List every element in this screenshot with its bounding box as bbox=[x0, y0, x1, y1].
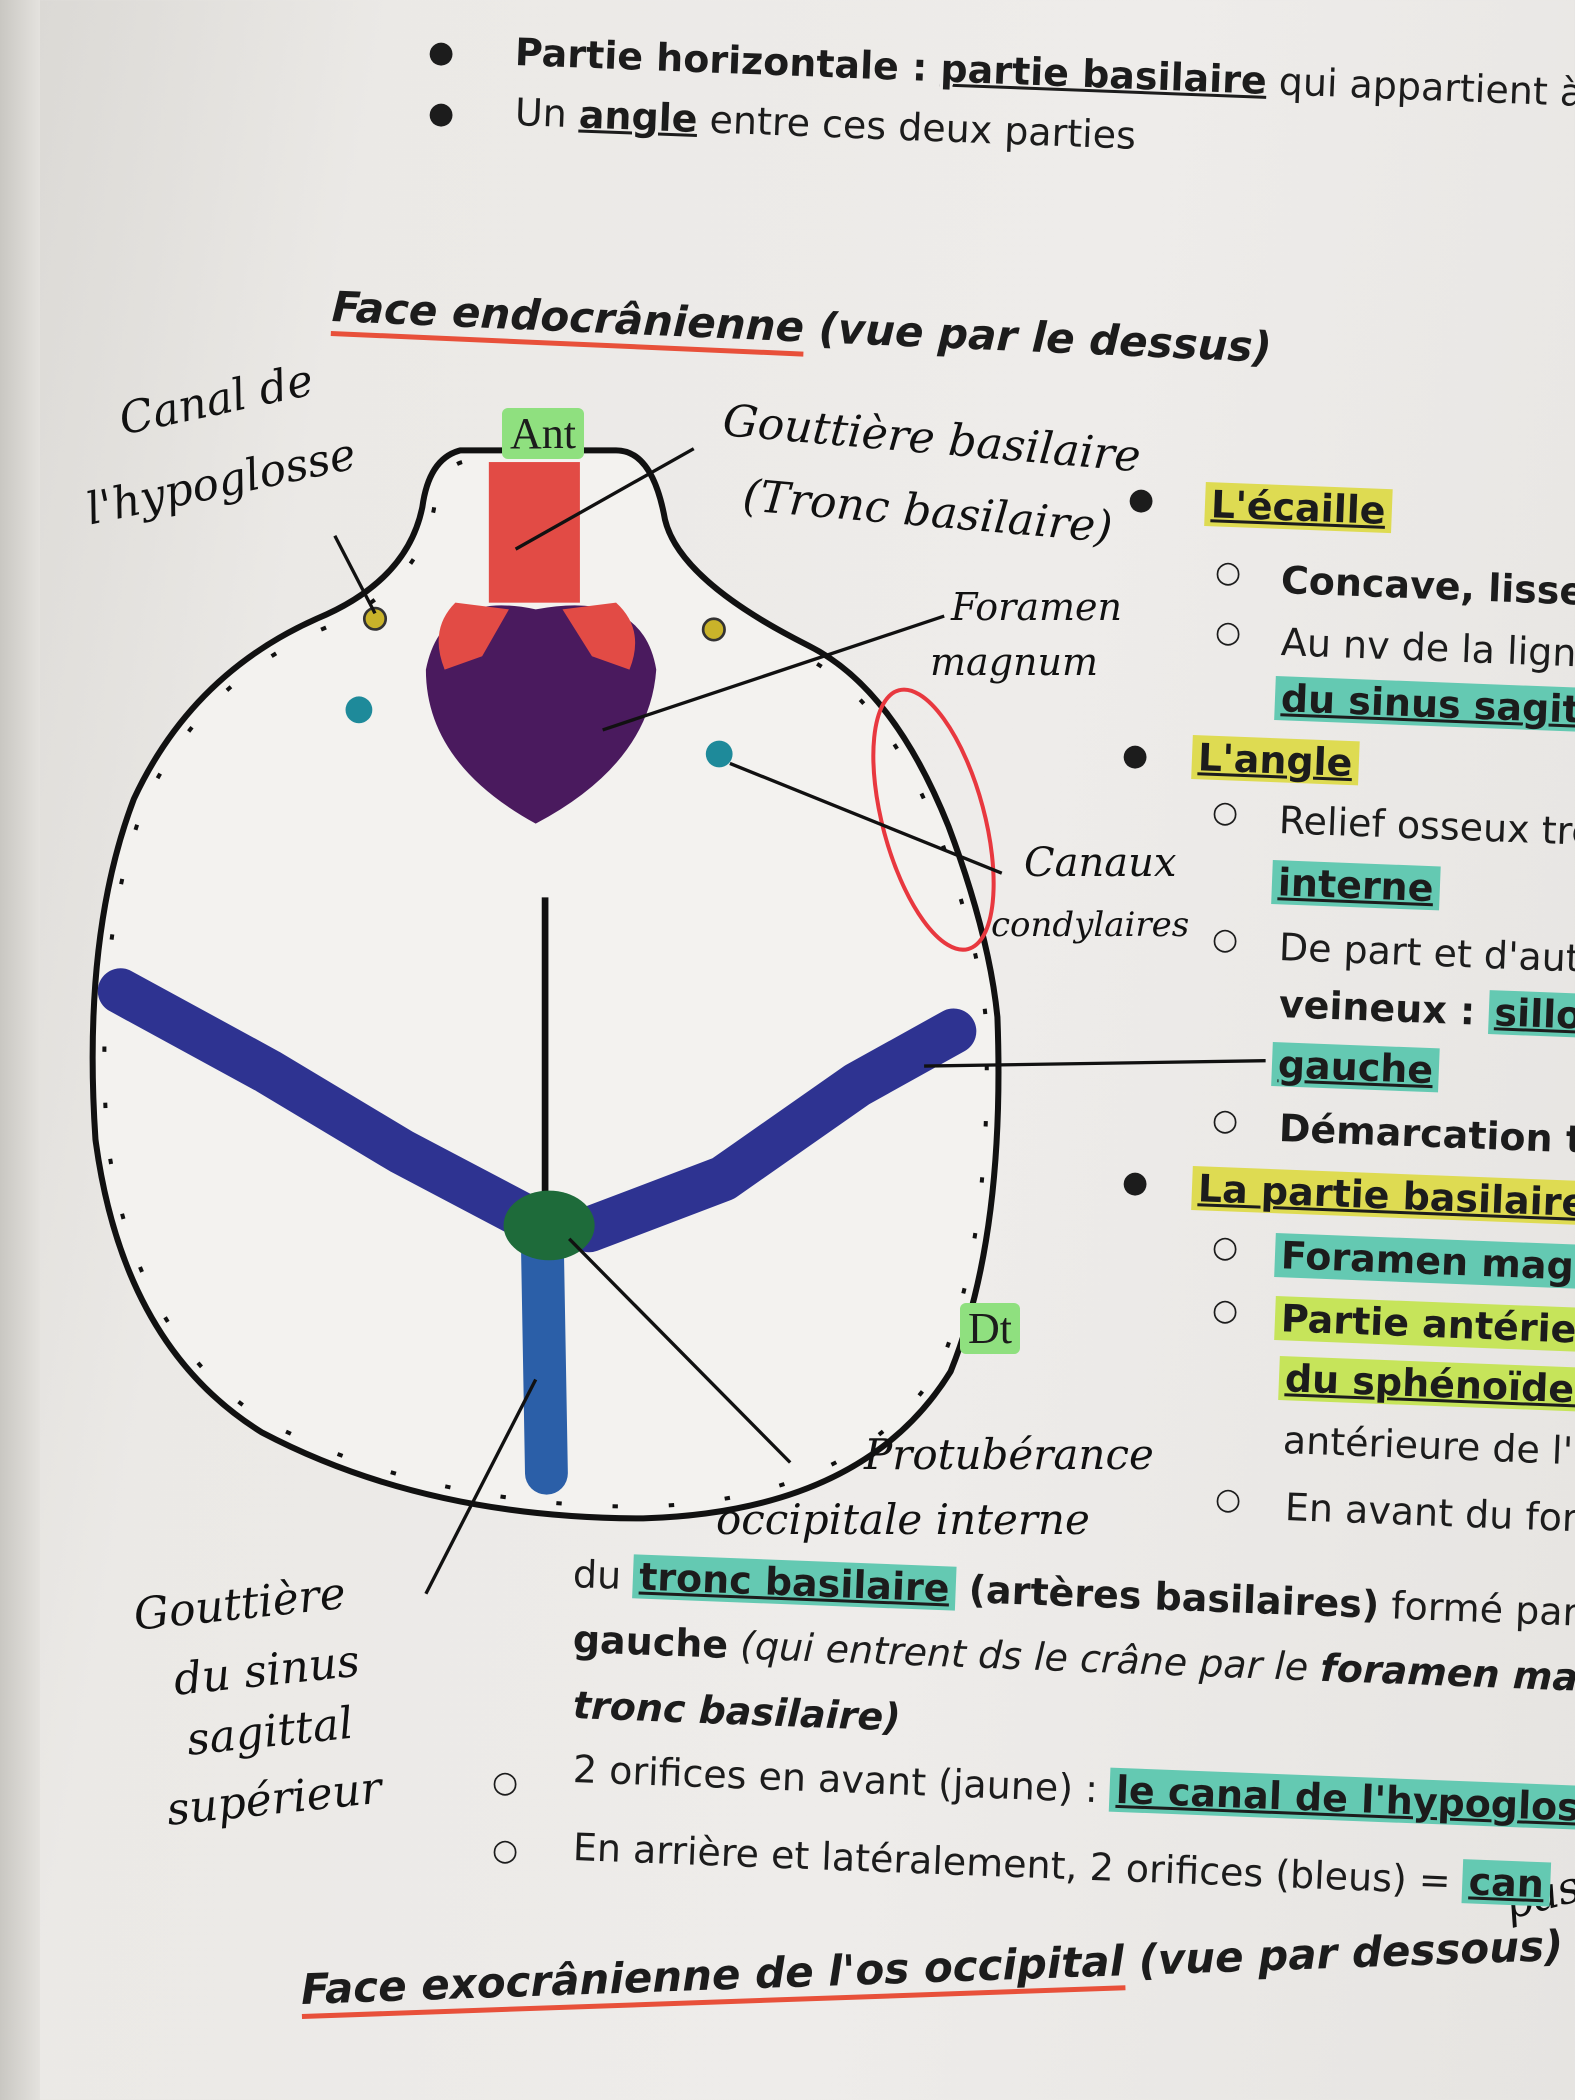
bullet: ○ bbox=[1215, 615, 1242, 650]
paper-edge bbox=[0, 0, 40, 2100]
bullet: ○ bbox=[492, 1765, 519, 1800]
bullet: ● bbox=[1128, 482, 1155, 517]
bullet: ○ bbox=[1212, 1293, 1239, 1328]
bullet: ● bbox=[428, 35, 455, 70]
basilar-groove bbox=[488, 462, 580, 603]
label-right: Dt bbox=[960, 1303, 1020, 1354]
bullet: ○ bbox=[492, 1833, 519, 1868]
transverse-sinus-right bbox=[566, 1008, 977, 1253]
bullet: ○ bbox=[1212, 1103, 1239, 1138]
label-protuberance-2: occipitale interne bbox=[716, 1495, 1090, 1544]
bullet: ● bbox=[1122, 738, 1149, 773]
condylar-canal-left bbox=[345, 696, 373, 724]
heading-ecaille: L'écaille bbox=[1204, 482, 1393, 534]
item-gauche: gauche bbox=[1271, 1042, 1440, 1093]
bullet: ● bbox=[428, 96, 455, 131]
bullet: ○ bbox=[1212, 922, 1239, 957]
label-anterior: Ant bbox=[502, 408, 584, 459]
leader-lines bbox=[333, 447, 1266, 1595]
hypoglossal-canal-right bbox=[701, 617, 726, 642]
bullet: ● bbox=[1122, 1165, 1149, 1200]
superior-sagittal-groove bbox=[520, 1224, 568, 1495]
red-circle-annotation bbox=[871, 687, 996, 952]
label-protuberance-1: Protubérance bbox=[864, 1430, 1154, 1479]
bullet: ○ bbox=[1212, 1230, 1239, 1265]
foramen-magnum bbox=[425, 605, 657, 824]
transverse-sinus-left bbox=[97, 968, 552, 1242]
label-canaux-2: condylaires bbox=[991, 905, 1190, 945]
bullet: ○ bbox=[1215, 1482, 1242, 1517]
bullet: ○ bbox=[1212, 795, 1239, 830]
heading-angle: L'angle bbox=[1191, 735, 1360, 786]
item-interne: interne bbox=[1271, 860, 1441, 911]
label-foramen-2: magnum bbox=[930, 640, 1098, 684]
condylar-canal-right bbox=[705, 740, 733, 768]
label-canaux-1: Canaux bbox=[1024, 840, 1177, 886]
bullet: ○ bbox=[1215, 555, 1242, 590]
label-foramen-1: Foramen bbox=[951, 585, 1122, 629]
hypoglossal-canal-left bbox=[362, 606, 388, 631]
